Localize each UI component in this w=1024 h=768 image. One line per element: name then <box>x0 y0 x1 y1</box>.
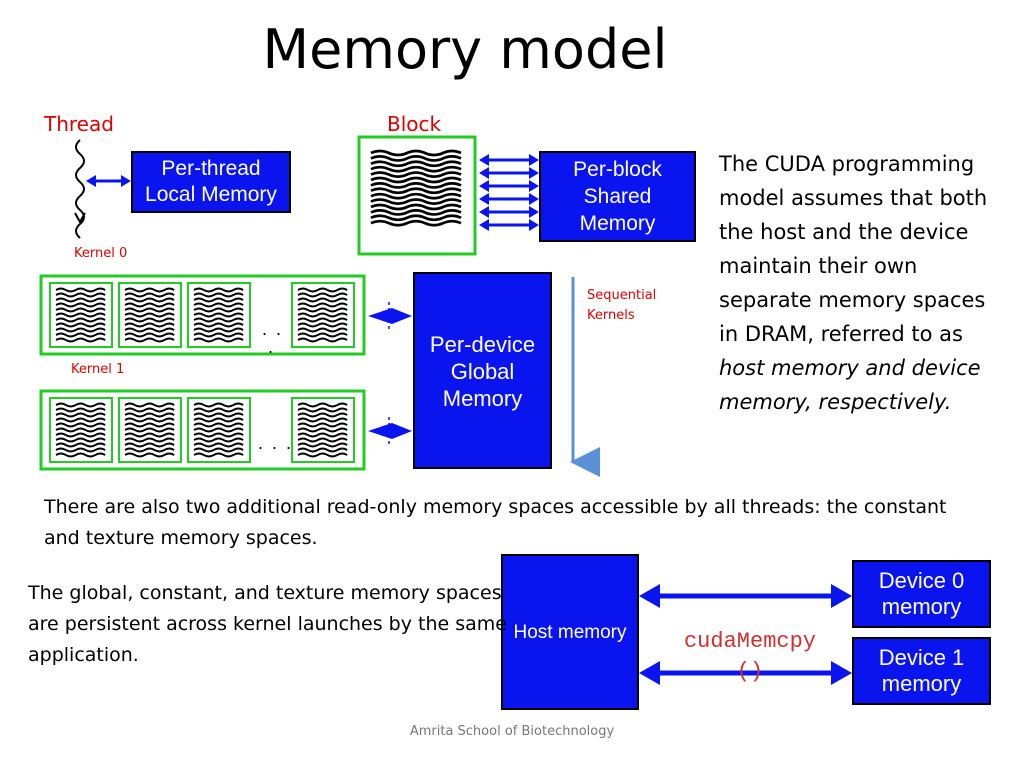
sequential-kernels-label: Sequential Kernels <box>587 288 657 323</box>
host-memory-box: Host memory <box>501 554 639 710</box>
per-device-global-memory-box: Per-device Global Memory <box>413 272 552 469</box>
per-thread-local-memory-box: Per-thread Local Memory <box>131 151 291 213</box>
device1-memory-box: Device 1 memory <box>852 637 991 705</box>
device0-memory-box: Device 0 memory <box>852 560 991 628</box>
block-label: Block <box>387 112 442 136</box>
cudamemcpy-label: cudaMemcpy () <box>683 629 817 684</box>
thread-squiggle-icon <box>74 139 86 239</box>
host-device-arrows <box>639 584 852 685</box>
block-shared-arrows <box>477 154 541 233</box>
persistent-memory-paragraph: The global, constant, and texture memory… <box>28 582 507 666</box>
readonly-memory-paragraph: There are also two additional read-only … <box>44 496 947 549</box>
slide-title: Memory model <box>262 18 668 81</box>
per-block-shared-memory-box: Per-block Shared Memory <box>539 151 696 242</box>
block-frame <box>357 135 477 256</box>
thread-local-arrow <box>86 175 131 187</box>
kernel0-ellipsis: . . . <box>262 319 284 357</box>
footer-text: Amrita School of Biotechnology <box>409 724 615 739</box>
cuda-model-description: The CUDA programming model assumes that … <box>719 152 988 414</box>
kernel1-label: Kernel 1 <box>71 362 125 377</box>
kernel1-grid <box>39 389 366 471</box>
kernel0-grid <box>39 274 366 356</box>
thread-label: Thread <box>44 112 114 136</box>
block-threads-icon <box>371 151 461 225</box>
kernel-global-arrows <box>368 302 412 445</box>
kernel0-label: Kernel 0 <box>74 246 128 261</box>
kernel1-ellipsis: . . . <box>258 433 294 453</box>
